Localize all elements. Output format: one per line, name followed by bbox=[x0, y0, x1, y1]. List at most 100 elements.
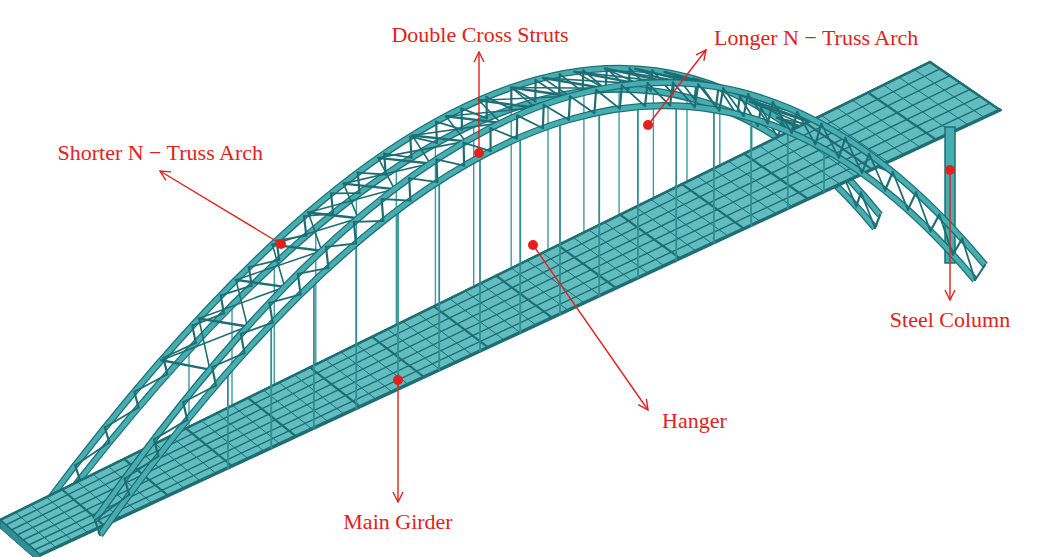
near-arch-vertical bbox=[594, 90, 596, 113]
leader-line bbox=[949, 170, 950, 300]
hanger-line bbox=[355, 243, 357, 408]
near-arch-diagonal bbox=[916, 192, 930, 231]
main-girder-deck bbox=[0, 62, 1000, 555]
far-arch-vertical bbox=[331, 193, 333, 213]
part-label: Hanger bbox=[660, 408, 729, 434]
callout-dot bbox=[474, 148, 484, 158]
near-arch-vertical bbox=[382, 199, 384, 221]
far-arch-vertical bbox=[358, 173, 360, 194]
far-arch-diagonal bbox=[134, 374, 167, 391]
near-arch-vertical bbox=[885, 172, 893, 191]
near-arch-diagonal bbox=[893, 172, 908, 210]
near-arch-diagonal bbox=[596, 90, 620, 109]
near-arch-vertical bbox=[930, 214, 939, 231]
near-arch-diagonal bbox=[154, 420, 187, 440]
leader-line bbox=[478, 52, 479, 153]
near-arch-diagonal bbox=[648, 83, 670, 106]
near-arch-vertical bbox=[839, 138, 846, 158]
deck-end-face bbox=[0, 520, 40, 557]
near-arch-vertical bbox=[354, 222, 356, 244]
near-arch-vertical bbox=[862, 154, 869, 173]
leader-line bbox=[160, 171, 281, 244]
far-arch-diagonal bbox=[75, 443, 109, 466]
leader-line bbox=[533, 245, 648, 410]
longitudinal-beam bbox=[34, 103, 990, 550]
cross-strut bbox=[446, 116, 501, 123]
near-arch-diagonal bbox=[212, 353, 244, 367]
hanger-line bbox=[511, 109, 512, 268]
hanger-line bbox=[823, 149, 825, 192]
near-arch-vertical bbox=[516, 115, 519, 138]
near-arch-vertical bbox=[95, 520, 100, 535]
near-arch-vertical bbox=[125, 479, 130, 495]
near-arch-diagonal bbox=[326, 244, 356, 247]
near-arch-vertical bbox=[154, 439, 158, 456]
cross-strut bbox=[161, 360, 210, 369]
part-label: Longer N − Truss Arch bbox=[712, 25, 920, 51]
hanger-line bbox=[473, 124, 474, 287]
far-arch-vertical bbox=[134, 392, 138, 408]
near-arch-bottom-chord bbox=[100, 106, 975, 535]
hanger-line bbox=[547, 98, 548, 250]
hanger-line bbox=[479, 157, 481, 351]
near-arch-vertical bbox=[695, 84, 699, 107]
part-label: Shorter N − Truss Arch bbox=[55, 140, 265, 166]
near-arch-diagonal bbox=[698, 84, 719, 110]
far-arch-vertical bbox=[856, 192, 861, 206]
callout-dot bbox=[276, 239, 286, 249]
near-arch-diagonal bbox=[491, 128, 517, 139]
near-arch-diagonal bbox=[382, 199, 411, 201]
near-arch-diagonal bbox=[437, 159, 465, 165]
hanger-line bbox=[719, 108, 720, 166]
hanger-line bbox=[231, 305, 232, 406]
near-arch-vertical bbox=[463, 143, 466, 166]
near-arch-diagonal bbox=[845, 138, 862, 173]
near-arch-diagonal bbox=[748, 94, 768, 124]
far-arch-diagonal bbox=[221, 286, 252, 296]
hanger-line bbox=[270, 324, 272, 448]
near-arch-vertical bbox=[569, 96, 570, 120]
near-arch-vertical bbox=[719, 88, 723, 110]
longitudinal-beam bbox=[23, 89, 970, 540]
far-arch-diagonal bbox=[164, 343, 196, 358]
far-arch-vertical bbox=[558, 74, 561, 95]
cross-strut bbox=[308, 213, 358, 219]
deck-edge-beam bbox=[0, 62, 930, 520]
far-arch-vertical bbox=[875, 215, 880, 228]
hanger-line bbox=[227, 372, 229, 468]
hanger-line bbox=[787, 131, 789, 208]
near-arch-vertical bbox=[212, 367, 216, 386]
near-arch-diagonal bbox=[673, 83, 695, 107]
far-arch-diagonal bbox=[861, 192, 875, 228]
hanger-line bbox=[675, 106, 677, 260]
near-arch-vertical bbox=[409, 178, 410, 200]
near-arch-diagonal bbox=[962, 239, 975, 280]
near-arch-vertical bbox=[183, 402, 187, 420]
far-arch-diagonal bbox=[331, 192, 360, 194]
hanger-line bbox=[438, 181, 440, 370]
leader-lines bbox=[160, 50, 955, 502]
far-arch-vertical bbox=[304, 216, 306, 236]
near-arch-vertical bbox=[908, 192, 916, 210]
near-arch-vertical bbox=[744, 94, 749, 116]
cross-strut bbox=[412, 136, 465, 142]
hanger-line bbox=[519, 137, 521, 332]
cross-strut bbox=[511, 88, 570, 97]
longitudinal-beam bbox=[29, 96, 980, 545]
near-arch-diagonal bbox=[622, 85, 645, 106]
cross-strut bbox=[344, 184, 395, 190]
near-arch-vertical bbox=[298, 274, 301, 295]
far-arch-vertical bbox=[105, 428, 109, 443]
near-arch-vertical bbox=[542, 105, 545, 128]
far-arch-vertical bbox=[410, 137, 411, 158]
near-arch-diagonal bbox=[354, 220, 383, 223]
near-arch-diagonal bbox=[270, 294, 301, 303]
far-arch-vertical bbox=[192, 326, 196, 343]
hanger-line bbox=[315, 228, 316, 365]
callout-dot bbox=[945, 165, 955, 175]
near-arch-diagonal bbox=[241, 323, 273, 334]
hanger-line bbox=[313, 281, 315, 428]
near-arch-vertical bbox=[620, 85, 622, 108]
